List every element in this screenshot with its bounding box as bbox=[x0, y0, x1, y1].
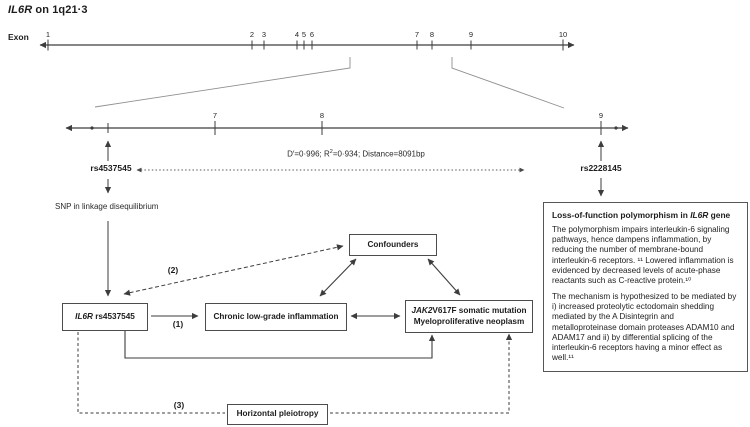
ld-stats-pre: D′=0·996; R bbox=[287, 149, 330, 159]
exon-number-9: 9 bbox=[468, 30, 474, 39]
mediator-node: Chronic low-grade inflammation bbox=[205, 303, 347, 331]
outcome-mutation: V617F somatic mutation bbox=[432, 306, 527, 316]
info-panel-paragraph-1: The polymorphism impairs interleukin-6 s… bbox=[552, 225, 734, 285]
confounders-node: Confounders bbox=[349, 234, 437, 256]
confounders-label: Confounders bbox=[367, 239, 419, 249]
linkage-disequilibrium-note: SNP in linkage disequilibrium bbox=[55, 202, 159, 211]
pleiotropy-label: Horizontal pleiotropy bbox=[236, 409, 319, 419]
mediator-label: Chronic low-grade inflammation bbox=[213, 311, 339, 321]
page-title-rest: on 1q21·3 bbox=[32, 4, 88, 16]
zoom-bracket-right bbox=[451, 57, 565, 109]
exon-number-8: 8 bbox=[429, 30, 435, 39]
snp-rs2228145-label: rs2228145 bbox=[580, 163, 622, 173]
exon-number-5: 5 bbox=[301, 30, 307, 39]
exposure-label: IL6R rs4537545 bbox=[75, 312, 135, 322]
outcome-label-line2: Myeloproliferative neoplasm bbox=[413, 316, 525, 326]
ld-stats-post: =0·934; Distance=8091bp bbox=[332, 149, 425, 159]
exon-number-3: 3 bbox=[261, 30, 267, 39]
path-label-1: (1) bbox=[172, 319, 184, 329]
path-label-3: (3) bbox=[173, 400, 185, 410]
info-panel-title-pre: Loss-of-function polymorphism in bbox=[552, 210, 691, 220]
exon-number-6: 6 bbox=[309, 30, 315, 39]
info-panel: Loss-of-function polymorphism in IL6R ge… bbox=[543, 202, 748, 372]
outcome-label-line1: JAK2V617F somatic mutation bbox=[411, 306, 526, 316]
info-panel-title-post: gene bbox=[708, 210, 731, 220]
zoom-exon-number-8: 8 bbox=[319, 111, 325, 120]
zoom-region-dot-right bbox=[614, 126, 618, 130]
gene-exon-ticks bbox=[47, 39, 564, 51]
zoom-bracket-left bbox=[94, 57, 351, 108]
zoom-exon-number-7: 7 bbox=[212, 111, 218, 120]
zoom-region-ticks bbox=[107, 121, 602, 135]
dashed-arrow-2-confounders bbox=[123, 244, 344, 296]
exon-number-1: 1 bbox=[45, 30, 51, 39]
arrow-confounders-mediator bbox=[319, 258, 357, 297]
exon-number-4: 4 bbox=[294, 30, 300, 39]
exon-header-label: Exon bbox=[8, 32, 29, 42]
pleiotropy-node: Horizontal pleiotropy bbox=[227, 404, 328, 425]
exon-number-7: 7 bbox=[414, 30, 420, 39]
exon-number-10: 10 bbox=[558, 30, 568, 39]
outcome-node: JAK2V617F somatic mutation Myeloprolifer… bbox=[405, 300, 533, 333]
exposure-snp: rs4537545 bbox=[92, 311, 135, 321]
zoom-region-dot-left bbox=[90, 126, 94, 130]
arrow-exposure-outcome-direct bbox=[124, 331, 436, 359]
info-panel-title: Loss-of-function polymorphism in IL6R ge… bbox=[552, 210, 739, 220]
ld-stats-superscript: 2 bbox=[329, 149, 333, 155]
path-label-2: (2) bbox=[167, 265, 179, 275]
dashed-pleiotropy-right bbox=[330, 333, 513, 414]
snp-rs4537545-label: rs4537545 bbox=[90, 163, 132, 173]
page-title: IL6R on 1q21·3 bbox=[8, 4, 88, 16]
info-panel-title-gene: IL6R bbox=[690, 210, 709, 220]
exposure-node: IL6R rs4537545 bbox=[62, 303, 148, 331]
outcome-gene-name: JAK2 bbox=[411, 306, 433, 316]
info-panel-paragraph-2: The mechanism is hypothesized to be medi… bbox=[552, 292, 737, 363]
zoom-exon-number-9: 9 bbox=[598, 111, 604, 120]
ld-statistics: D′=0·996; R2=0·934; Distance=8091bp bbox=[246, 149, 466, 159]
exon-number-2: 2 bbox=[249, 30, 255, 39]
page-title-gene: IL6R bbox=[8, 4, 33, 16]
dashed-pleiotropy-left bbox=[77, 332, 225, 414]
exposure-gene-name: IL6R bbox=[75, 311, 93, 321]
arrow-confounders-outcome bbox=[427, 258, 461, 296]
